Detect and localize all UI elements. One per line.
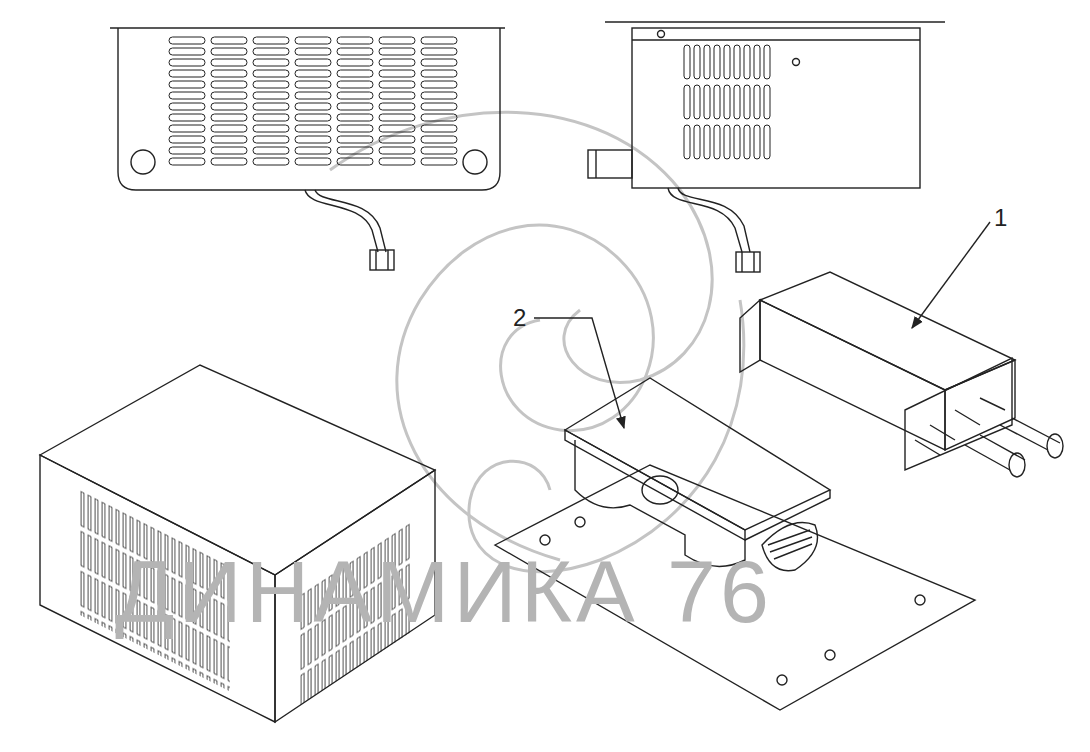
heater-core xyxy=(740,272,1063,477)
inverter-box xyxy=(40,365,435,722)
leader-lines xyxy=(534,222,990,428)
watermark-logo xyxy=(330,112,744,571)
watermark-text: ДИНАМИКА 76 xyxy=(115,548,773,636)
heater-front-view xyxy=(110,28,505,270)
callout-number: 2 xyxy=(513,306,526,330)
blower-fan-plate xyxy=(495,378,975,710)
heater-side-view xyxy=(588,22,945,272)
callout-number: 1 xyxy=(994,206,1007,230)
